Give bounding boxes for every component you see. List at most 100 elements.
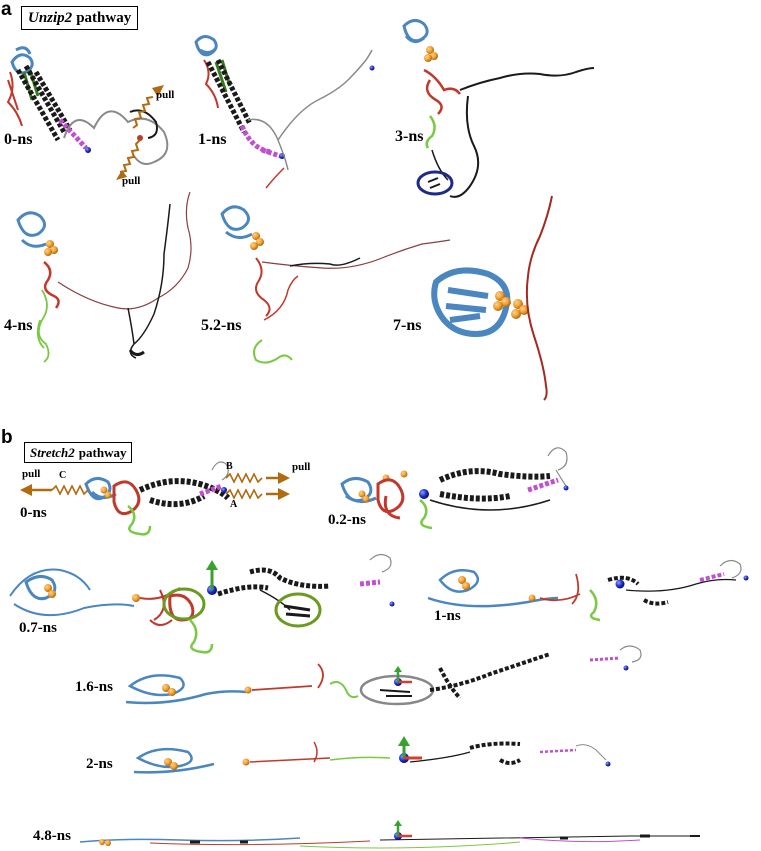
black-helix [607,575,669,606]
blue-domain [427,569,559,608]
gray-coil [575,744,607,761]
black-helix [438,468,551,502]
magenta-helix [359,579,381,587]
orange-spheres [44,584,140,602]
timestamp-b-0: 0-ns [20,505,47,521]
magenta-helix [527,477,559,493]
timestamp-b-5: 2-ns [86,756,113,772]
blue-domain [402,19,429,43]
snapshot-a-7ns [431,195,553,401]
snapshot-b-1-6ns [125,645,642,706]
snapshot-b-0-7ns [9,553,395,654]
blue-domain [125,674,247,705]
pull-spring-upper [132,85,164,129]
red-domain [423,68,461,115]
snapshot-a-5-2ns [220,205,451,364]
pull-spring-lower [116,139,141,180]
black-coil [449,67,595,198]
coil [57,191,192,310]
red-strand [525,195,553,401]
gray-coil [719,559,742,579]
orange-spheres [44,240,58,256]
pull-spring-right-A [225,488,290,500]
green-domain [127,505,152,536]
green-circle-highlight-2 [274,592,322,628]
coil [261,239,451,269]
red-domain [255,257,271,317]
snapshot-a-4ns [16,191,192,363]
panel-b-title-italic: Stretch2 [30,444,75,460]
gray-coil [619,645,642,663]
gray-coil [211,461,229,481]
black-helix [429,652,551,700]
orange-spheres [100,486,112,499]
blue-domain [431,267,511,338]
snapshot-b-0ns [84,461,231,536]
timestamp-a-5: 7-ns [393,317,422,334]
panel-letter-a: a [1,0,12,20]
pull-label-right: pull [292,461,311,473]
snapshot-a-1ns [194,35,375,189]
panel-a-title: Unzip2 pathway [21,6,139,30]
timestamp-a-1: 1-ns [198,131,227,148]
red-strand [149,840,371,846]
panel-b-title-rest: pathway [78,444,127,460]
red-domain [376,478,405,520]
timestamp-a-3: 4-ns [4,317,33,334]
snapshot-b-0-2ns [340,447,569,530]
timestamp-a-0: 0-ns [4,131,33,148]
gray-coil [369,553,392,573]
pull-spring-right-B [225,472,290,484]
timestamp-a-4: 5.2-ns [201,317,242,334]
pull-label-left: pull [22,468,41,480]
red-strand [139,587,181,626]
pull-spring-left [20,484,89,496]
red-domain [203,59,219,109]
navy-circle-highlight [416,170,454,196]
red-domain [6,71,23,127]
magenta-helix [699,572,725,582]
pull-label-upper: pull [156,89,175,101]
snapshot-a-3ns [402,19,595,198]
panel-a-title-italic: Unzip2 [28,9,73,26]
snapshot-b-4-8ns [79,820,700,849]
red-strand [249,741,331,763]
green-circle-highlight [162,587,206,621]
green-domain [329,756,391,761]
orange-spheres [250,232,264,250]
snapshot-b-1ns [427,559,749,622]
magenta-helix [589,656,621,662]
green-domain [425,115,436,149]
magenta-helix [539,748,577,754]
black-helix [138,478,231,508]
black-helix [205,58,253,134]
gray-coil [547,447,568,487]
red-domain [112,480,141,516]
timestamp-b-1: 0.2-ns [328,512,366,528]
green-domain [253,339,293,364]
magenta-helix [239,124,281,159]
timestamp-a-2: 3-ns [395,128,424,145]
orange-spheres [493,291,529,319]
blue-domain [133,747,215,774]
terminus-label-c: C [59,470,67,481]
black-helix [469,741,522,765]
magenta-helix [58,118,88,150]
black-helix [217,567,331,597]
orange-spheres [458,576,536,602]
green-domain [419,499,433,530]
terminus-label-b: B [226,461,233,472]
blue-domain [194,35,218,57]
orange-spheres [99,839,111,846]
blue-domain [220,205,253,239]
black-coil [129,109,158,139]
blue-domain [340,477,377,503]
red-domain [43,261,60,309]
red-strand [539,573,581,605]
pull-label-lower: pull [122,175,141,187]
timestamp-b-4: 1.6-ns [75,679,113,695]
panel-letter-b: b [1,427,13,448]
timestamp-b-6: 4.8-ns [33,828,71,844]
panel-b-title: Stretch2 pathway [24,442,133,463]
